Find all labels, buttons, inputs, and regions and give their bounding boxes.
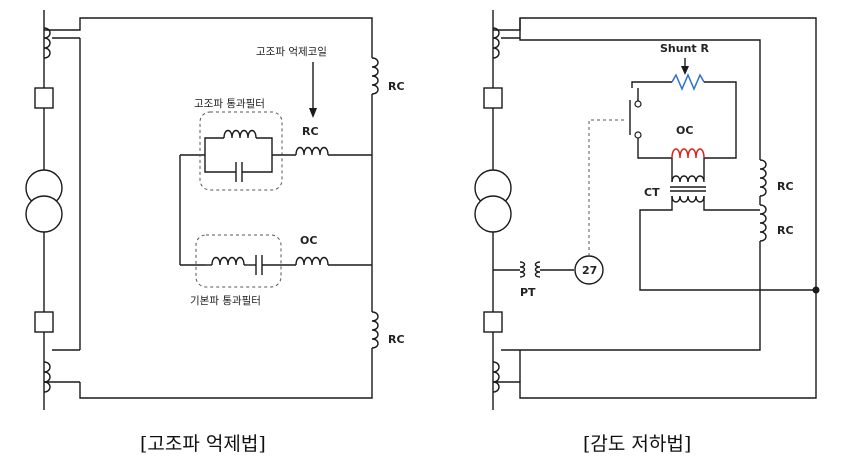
relay-27-label: 27 <box>582 264 597 277</box>
switch-contact-top <box>634 100 642 108</box>
shunt-r-arrow <box>681 66 689 75</box>
left-rc-bottom-coil <box>371 311 379 349</box>
left-rc-top-coil <box>371 57 379 95</box>
right-oc-label: OC <box>676 124 693 137</box>
left-caption: [고조파 억제법] <box>140 433 266 455</box>
right-diagram: RC RC Shunt R OC CT PT <box>474 10 820 455</box>
left-breaker-top <box>34 87 54 109</box>
right-rc-upper-coil <box>759 159 767 197</box>
left-breaker-bottom <box>34 311 54 333</box>
right-oc-coil <box>671 148 705 159</box>
right-bottom-coil <box>492 361 500 393</box>
right-breaker-top <box>483 87 503 109</box>
left-hp-filter-box <box>199 111 283 191</box>
left-rc-bottom-label: RC <box>388 333 405 346</box>
left-rc-filter-label: RC <box>302 125 319 138</box>
right-top-coil <box>492 27 500 59</box>
right-rc-lower-label: RC <box>777 224 794 237</box>
ct-label: CT <box>644 186 660 199</box>
ct-secondary <box>671 195 705 203</box>
left-rc-top-label: RC <box>388 80 405 93</box>
shunt-resistor <box>671 73 705 91</box>
left-hp-filter-label: 고조파 통과필터 <box>194 98 265 110</box>
pt-primary <box>519 261 526 278</box>
left-top-coil <box>43 27 51 59</box>
right-rc-lower-coil <box>759 204 767 242</box>
right-caption: [감도 저하법] <box>583 433 691 455</box>
left-diagram: RC 고조파 통과필터 RC 고조파 억제코일 <box>25 10 405 455</box>
ct-primary <box>671 175 705 183</box>
left-fund-filter-label: 기본파 통과필터 <box>190 295 261 307</box>
left-coil-annotation: 고조파 억제코일 <box>256 45 327 58</box>
left-rc-filter-coil <box>295 146 329 156</box>
left-top-loop <box>44 17 373 58</box>
left-transformer-lower <box>25 195 63 233</box>
right-rc-upper-label: RC <box>777 180 794 193</box>
right-outer-loop <box>493 17 817 399</box>
left-annotation-arrow <box>309 108 317 118</box>
left-fund-filter-box <box>195 234 282 288</box>
left-bottom-coil <box>43 361 51 393</box>
junction-dot <box>812 286 820 294</box>
left-oc-label: OC <box>300 234 317 247</box>
right-transformer-lower <box>474 195 512 233</box>
shunt-r-label: Shunt R <box>660 42 710 55</box>
left-oc-coil <box>295 256 329 266</box>
pt-secondary <box>534 261 541 278</box>
right-breaker-bottom <box>483 311 503 333</box>
switch-contact-bottom <box>634 131 642 139</box>
left-hp-inductor <box>223 129 257 139</box>
pt-label: PT <box>520 286 536 299</box>
left-fund-inductor <box>211 256 245 266</box>
relay-control-line <box>588 119 626 256</box>
